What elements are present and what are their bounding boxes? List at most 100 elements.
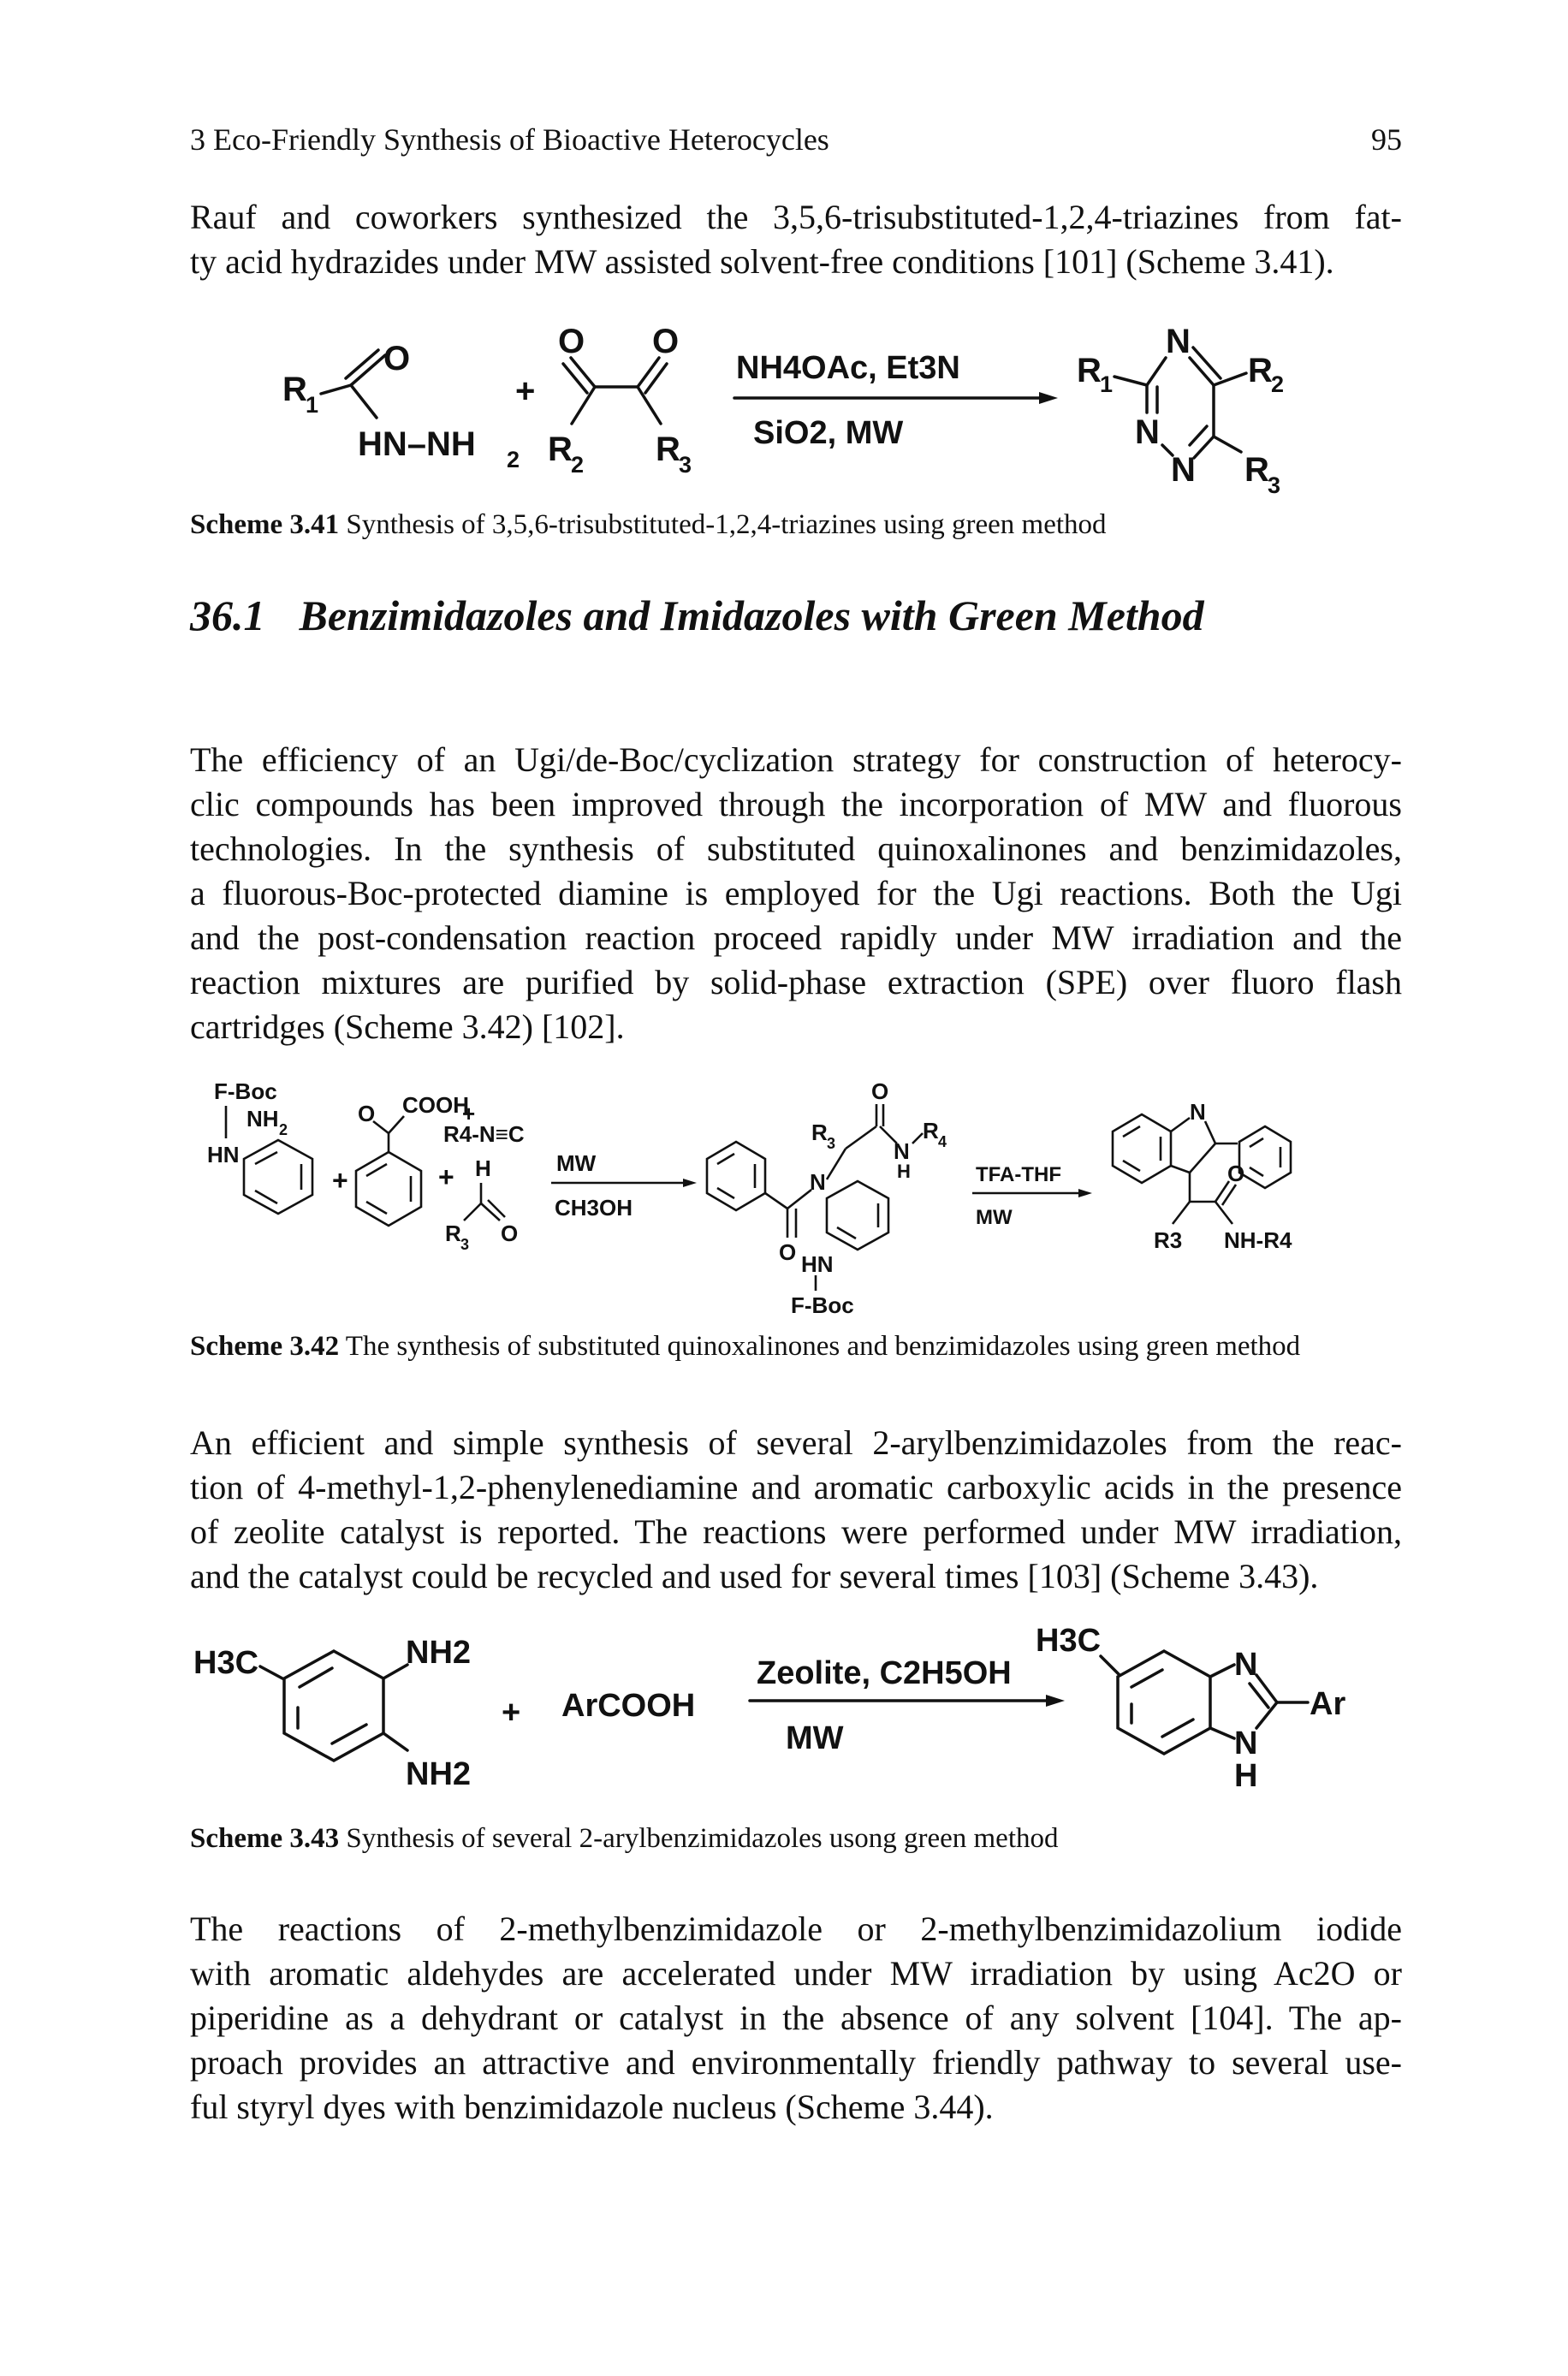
atom-label: H <box>475 1155 491 1181</box>
reaction-condition-top: TFA-THF <box>976 1163 1061 1186</box>
benzene-ring <box>825 1179 890 1251</box>
atom-label: O <box>1227 1161 1244 1186</box>
atom-label: R3 <box>1154 1227 1182 1253</box>
bond <box>1212 371 1248 387</box>
atom-label: 2 <box>279 1121 288 1138</box>
bond <box>644 362 668 395</box>
scheme-3-41-caption: Scheme 3.41 Synthesis of 3,5,6-trisubsti… <box>190 508 1402 542</box>
bond <box>365 1200 388 1215</box>
bond <box>349 383 378 419</box>
bond <box>1188 356 1215 387</box>
bond <box>1161 443 1174 457</box>
bond <box>1221 1184 1238 1206</box>
atom-label: N <box>810 1169 826 1195</box>
bond <box>1249 1166 1264 1178</box>
text-line: ty acid hydrazides under MW assisted sol… <box>190 242 1334 281</box>
bond <box>569 356 597 389</box>
atom-label: H <box>897 1161 911 1182</box>
bond <box>254 1189 278 1205</box>
bond <box>825 1148 847 1180</box>
bond <box>1188 425 1209 447</box>
atom-label: F-Boc <box>214 1078 277 1104</box>
atom-label: O <box>358 1101 375 1126</box>
bond <box>787 1188 812 1210</box>
bond <box>716 1186 735 1200</box>
text-line: Rauf and coworkers synthesized the 3,5,6… <box>190 198 1402 236</box>
benzene-ring <box>705 1140 767 1212</box>
text-line: cartridges (Scheme 3.42) [102]. <box>190 1007 625 1046</box>
bond <box>570 385 597 425</box>
bond <box>1113 375 1149 387</box>
bond <box>636 385 662 425</box>
atom-label: 3 <box>1268 472 1280 496</box>
scheme-3-43-figure: H3C NH2 NH2 + ArCOOH Zeolite, C2H5OH MW … <box>193 1623 1345 1793</box>
bond <box>1122 1125 1141 1138</box>
bond <box>561 362 589 395</box>
bond <box>330 1723 368 1745</box>
bond <box>1189 1143 1216 1173</box>
caption-text: The synthesis of substituted quinoxalino… <box>345 1331 1301 1362</box>
reaction-condition-bottom: SiO2, MW <box>753 415 903 451</box>
atom-label: R <box>1244 451 1269 489</box>
bond <box>1192 435 1215 460</box>
atom-label: H3C <box>193 1645 258 1681</box>
text-line: The reactions of 2-methylbenzimidazole o… <box>190 1910 1402 1948</box>
atom-label: + <box>462 1101 475 1126</box>
reaction-condition-bottom: MW <box>976 1206 1013 1229</box>
caption-text: Synthesis of several 2-arylbenzimidazole… <box>346 1823 1059 1854</box>
bond <box>382 1663 409 1680</box>
benzene-ring <box>1116 1648 1212 1756</box>
atom-label: O <box>871 1078 888 1104</box>
bond <box>463 1203 482 1221</box>
plus-sign: + <box>438 1161 454 1192</box>
bond <box>487 1199 506 1218</box>
atom-label: N <box>1166 323 1191 360</box>
atom-label: 3 <box>827 1135 835 1152</box>
caption-label: Scheme 3.42 <box>190 1331 340 1362</box>
plus-sign: + <box>515 372 535 410</box>
caption-label: Scheme 3.43 <box>190 1823 340 1854</box>
bond <box>1209 1663 1236 1678</box>
scheme-3-43-caption: Scheme 3.43 Synthesis of several 2-arylb… <box>190 1821 1402 1856</box>
page-number: 95 <box>1371 122 1402 157</box>
bond <box>1099 1654 1121 1677</box>
atom-label: R <box>1248 352 1273 389</box>
atom-label: HN <box>801 1251 834 1277</box>
atom-label: N <box>894 1138 910 1164</box>
bond <box>1249 1137 1264 1149</box>
reaction-condition-top: Zeolite, C2H5OH <box>757 1655 1012 1691</box>
bond <box>480 1203 501 1221</box>
atom-label: 4 <box>938 1133 947 1150</box>
bond <box>1255 1673 1279 1704</box>
atom-label: R <box>656 431 680 468</box>
reaction-condition-bottom: MW <box>786 1720 844 1756</box>
atom-label: R <box>1077 352 1102 389</box>
text-line: technologies. In the synthesis of substi… <box>190 829 1402 868</box>
bond <box>1248 1682 1270 1709</box>
paragraph-2: The efficiency of an Ugi/de-Boc/cyclizat… <box>190 738 1402 1049</box>
bond <box>1214 1201 1234 1225</box>
bond <box>1161 1718 1195 1738</box>
atom-label: 1 <box>306 392 318 418</box>
bond <box>344 348 380 380</box>
text-line: The efficiency of an Ugi/de-Boc/cyclizat… <box>190 740 1402 779</box>
text-line: of zeolite catalyst is reported. The rea… <box>190 1512 1402 1551</box>
bond <box>1203 1120 1217 1144</box>
bond <box>1170 1164 1191 1174</box>
section-title-text: Benzimidazoles and Imidazoles with Green… <box>299 591 1204 639</box>
atom-label: N <box>1171 451 1196 489</box>
bond <box>1212 435 1243 454</box>
atom-label: O <box>501 1221 518 1246</box>
bond <box>319 383 353 395</box>
text-line: a fluorous-Boc-protected diamine is empl… <box>190 874 1402 912</box>
paragraph-3: An efficient and simple synthesis of sev… <box>190 1421 1402 1599</box>
atom-label: H3C <box>1036 1623 1101 1659</box>
text-line: piperidine as a dehydrant or catalyst in… <box>190 1999 1402 2037</box>
bond <box>298 1666 334 1689</box>
atom-label: 3 <box>460 1236 469 1253</box>
benzene-ring <box>1111 1113 1173 1185</box>
text-line: reaction mixtures are purified by solid-… <box>190 963 1402 1001</box>
bond <box>254 1150 278 1166</box>
